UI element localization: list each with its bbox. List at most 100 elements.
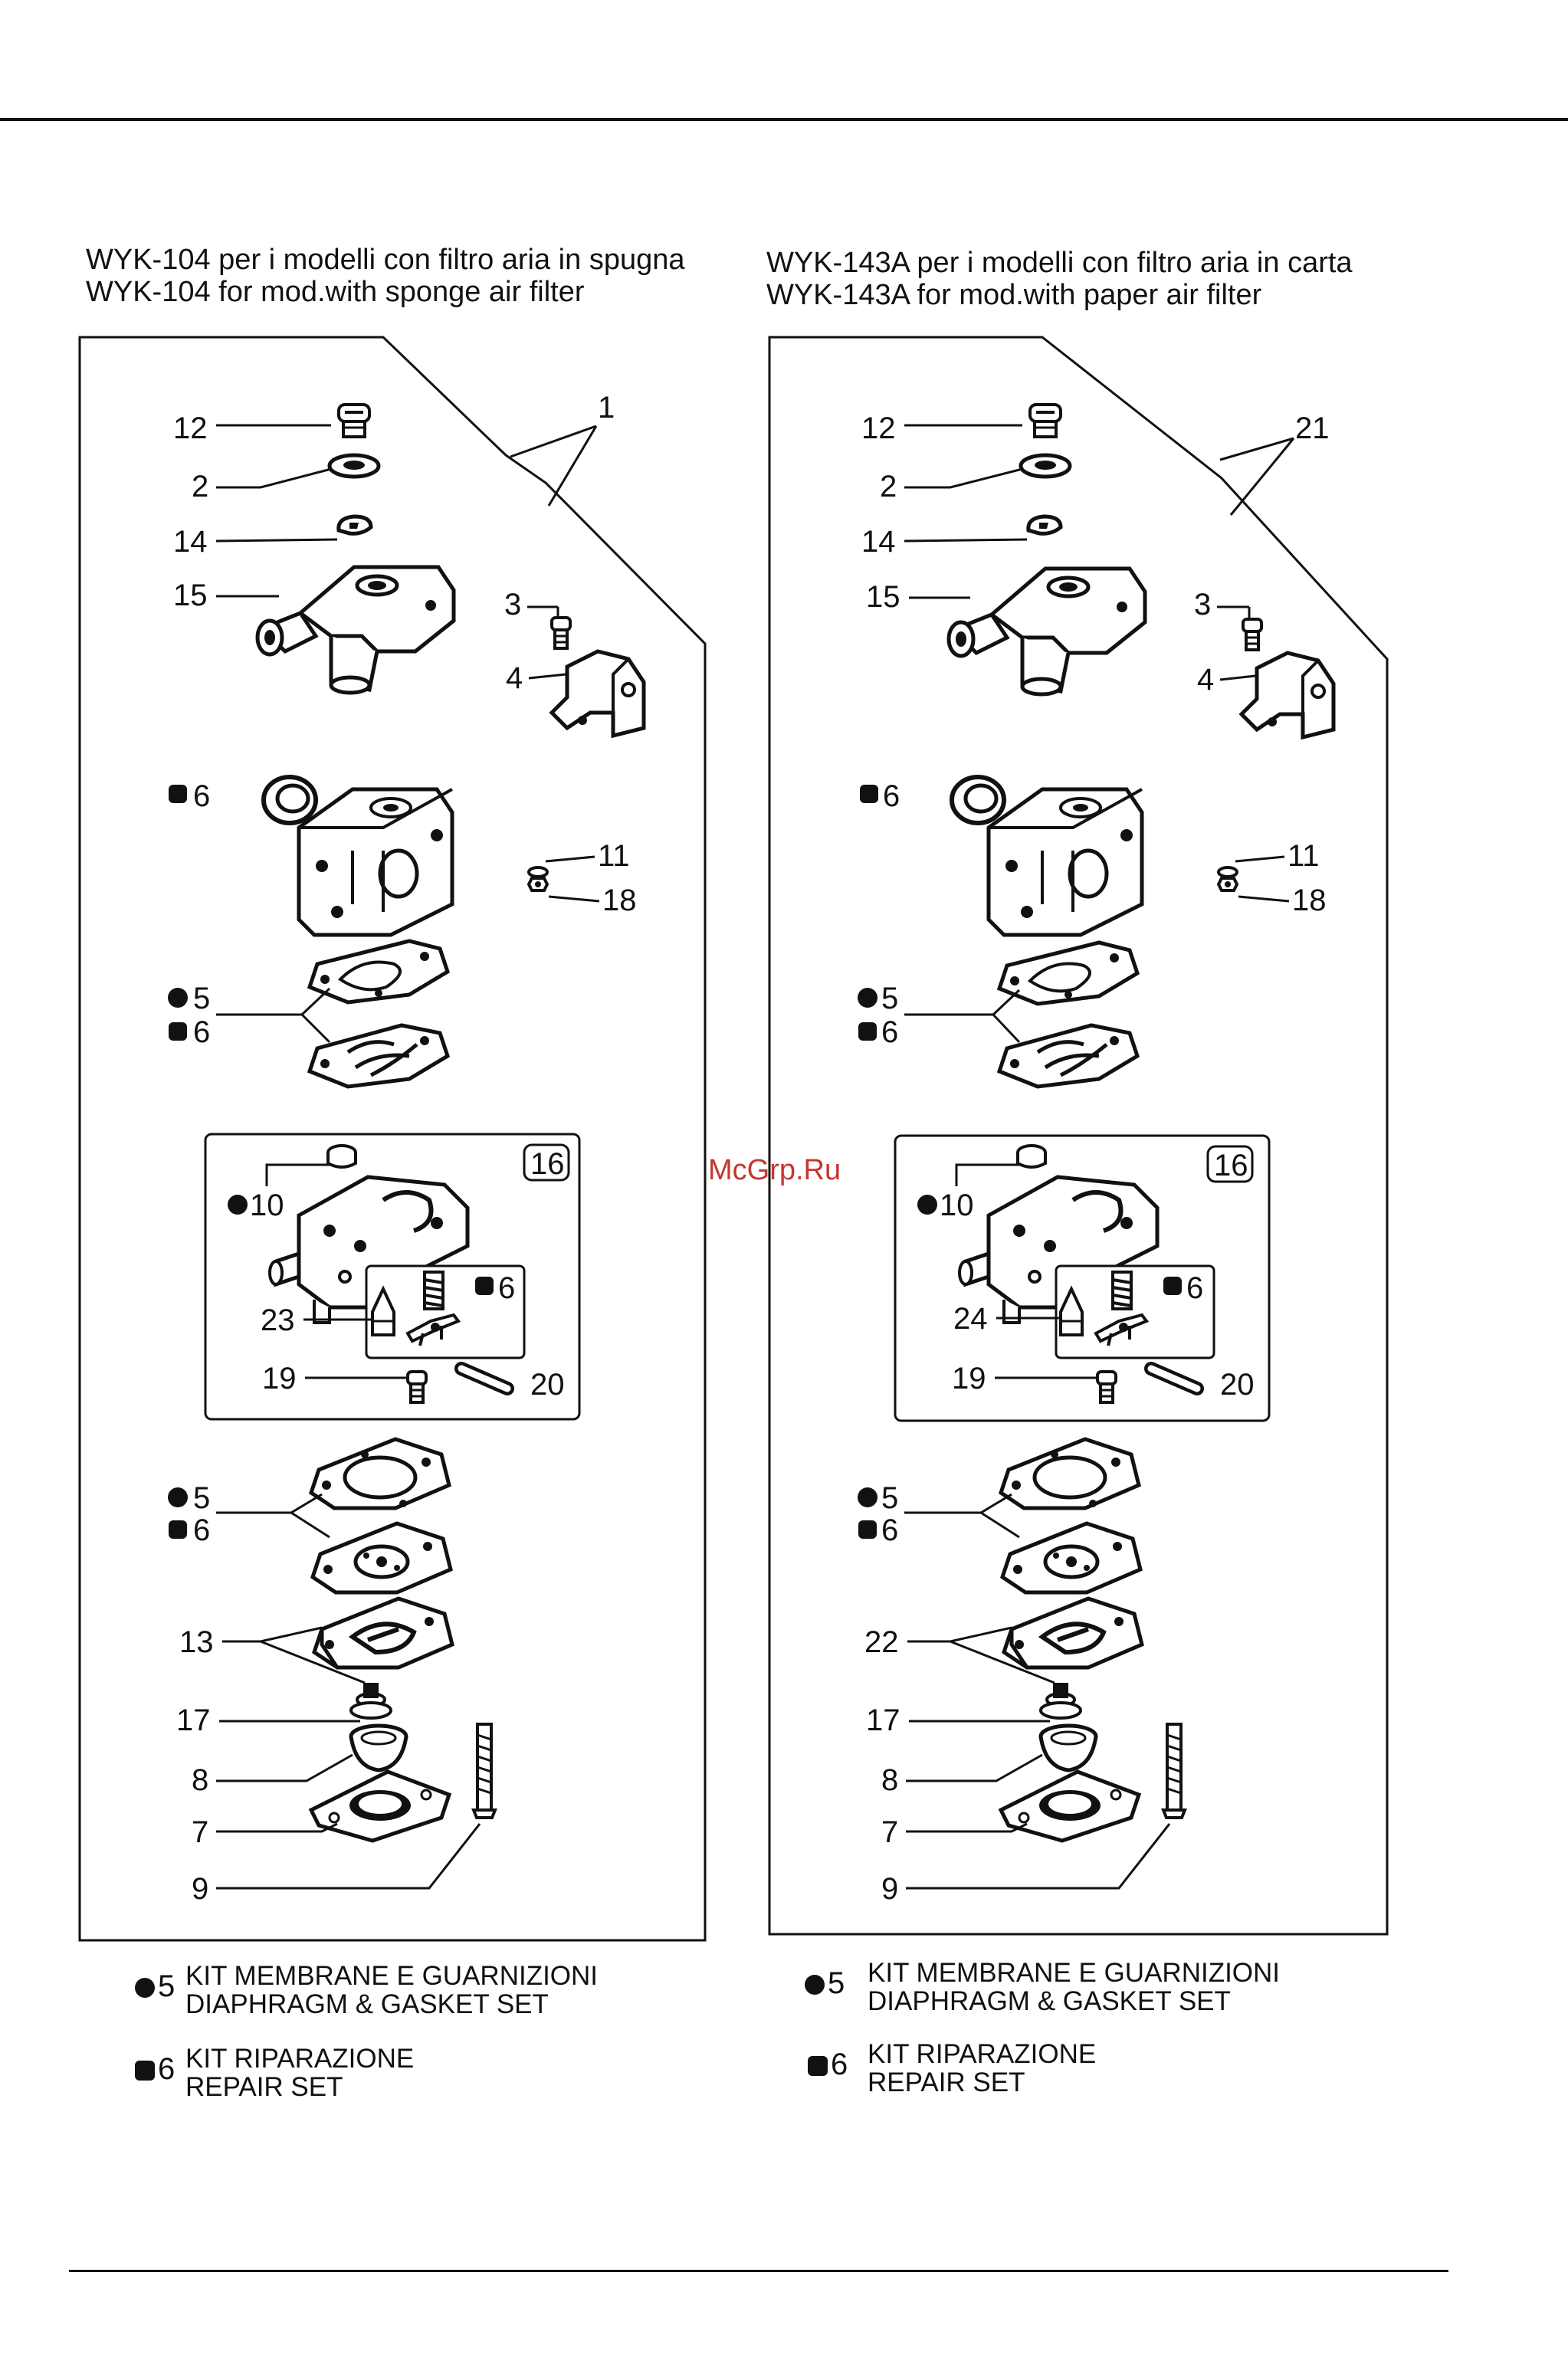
left-bottom-cover-7 bbox=[311, 1772, 449, 1841]
right-panel-outline bbox=[768, 336, 1389, 1936]
right-label-9: 9 bbox=[881, 1872, 898, 1906]
left-panel-outline bbox=[78, 336, 707, 1942]
right-seal-ring-6 bbox=[952, 777, 1004, 823]
right-cap bbox=[1016, 1144, 1047, 1169]
left-label-6d: 6 bbox=[193, 1513, 210, 1547]
left-label-19: 19 bbox=[262, 1362, 297, 1395]
left-label-18: 18 bbox=[602, 884, 637, 917]
right-gasket-6 bbox=[999, 1025, 1137, 1087]
right-cover-plate-22 bbox=[1004, 1599, 1142, 1667]
left-label-13: 13 bbox=[179, 1625, 214, 1659]
right-clip-14 bbox=[1028, 516, 1061, 533]
square-bullet-icon bbox=[808, 2056, 828, 2077]
left-label-3: 3 bbox=[504, 588, 521, 621]
left-diaphragm-6 bbox=[313, 1523, 451, 1592]
right-label-10: 10 bbox=[940, 1189, 974, 1222]
left-pin-20 bbox=[461, 1369, 507, 1389]
right-label-6c: 6 bbox=[1186, 1271, 1203, 1305]
right-long-screw-9 bbox=[1162, 1723, 1186, 1819]
right-main-body bbox=[989, 789, 1142, 935]
right-screw-12 bbox=[1028, 403, 1062, 438]
bottom-rule bbox=[69, 2270, 1448, 2272]
right-label-22: 22 bbox=[864, 1625, 899, 1659]
left-gasket-5 bbox=[310, 941, 448, 1002]
right-label-2: 2 bbox=[880, 470, 897, 503]
left-label-1: 1 bbox=[598, 391, 615, 425]
left-label-6c: 6 bbox=[498, 1271, 515, 1305]
right-valve-17 bbox=[1039, 1681, 1082, 1720]
right-diaphragm-6 bbox=[1002, 1523, 1140, 1592]
right-label-8: 8 bbox=[881, 1763, 898, 1797]
left-main-body bbox=[299, 789, 452, 935]
right-upper-body-15 bbox=[949, 569, 1145, 694]
right-legend-kit6-italian: KIT RIPARAZIONE bbox=[868, 2039, 1097, 2069]
right-assembly-diagram: 21 12 2 14 15 3 4 6 11 18 5 bbox=[768, 336, 1389, 1936]
left-heading: WYK-104 per i modelli con filtro aria in… bbox=[86, 244, 685, 308]
left-gasket-6 bbox=[310, 1025, 448, 1087]
watermark: McGrp.Ru bbox=[708, 1154, 841, 1186]
right-legend-kit6-english: REPAIR SET bbox=[868, 2068, 1025, 2097]
left-spring bbox=[423, 1271, 444, 1310]
right-legend-kit5-italian: KIT MEMBRANE E GUARNIZIONI bbox=[868, 1958, 1281, 1988]
right-heading-english: WYK-143A for mod.with paper air filter bbox=[766, 279, 1262, 311]
right-label-6d: 6 bbox=[881, 1513, 898, 1547]
right-label-18: 18 bbox=[1292, 884, 1327, 917]
left-legend-kit5-english: DIAPHRAGM & GASKET SET bbox=[185, 1989, 549, 2019]
left-label-4: 4 bbox=[506, 661, 523, 695]
left-bracket-4 bbox=[552, 651, 644, 736]
right-label-6b: 6 bbox=[881, 1015, 898, 1049]
left-screw-19 bbox=[406, 1370, 428, 1404]
right-label-19: 19 bbox=[952, 1362, 986, 1395]
right-label-20: 20 bbox=[1220, 1368, 1255, 1402]
right-label-5b: 5 bbox=[881, 1481, 898, 1515]
left-washer-2 bbox=[330, 455, 379, 477]
right-washer-2 bbox=[1021, 455, 1070, 477]
right-label-5a: 5 bbox=[881, 982, 898, 1015]
right-label-14: 14 bbox=[861, 525, 896, 559]
left-cap bbox=[326, 1144, 357, 1169]
left-label-6a: 6 bbox=[193, 779, 210, 813]
left-heading-english: WYK-104 for mod.with sponge air filter bbox=[86, 276, 585, 308]
right-inset-16 bbox=[894, 1134, 1271, 1422]
right-label-15: 15 bbox=[866, 580, 900, 614]
left-label-8: 8 bbox=[192, 1763, 208, 1797]
left-screw-3 bbox=[550, 616, 572, 650]
left-long-screw-9 bbox=[472, 1723, 497, 1819]
right-spring bbox=[1111, 1271, 1133, 1310]
right-label-4: 4 bbox=[1197, 663, 1214, 697]
left-label-12: 12 bbox=[173, 412, 208, 445]
left-cover-plate-13 bbox=[314, 1599, 452, 1667]
right-nut-11-18 bbox=[1217, 866, 1238, 892]
right-screw-19 bbox=[1096, 1370, 1117, 1404]
left-upper-body-15 bbox=[258, 567, 454, 693]
left-label-16: 16 bbox=[530, 1147, 565, 1181]
right-gasket-ring-5 bbox=[1001, 1439, 1139, 1508]
left-cup-8 bbox=[351, 1726, 406, 1770]
right-label-24: 24 bbox=[953, 1302, 988, 1336]
left-inset-16 bbox=[204, 1133, 581, 1421]
left-label-15: 15 bbox=[173, 579, 208, 612]
left-valve-17 bbox=[349, 1681, 392, 1720]
right-cup-8 bbox=[1041, 1726, 1096, 1770]
round-bullet-icon bbox=[135, 1978, 155, 1999]
left-label-10: 10 bbox=[250, 1189, 284, 1222]
right-bracket-4 bbox=[1242, 653, 1333, 737]
left-legend-kit5-italian: KIT MEMBRANE E GUARNIZIONI bbox=[185, 1961, 599, 1991]
right-label-3: 3 bbox=[1194, 588, 1211, 621]
left-label-11: 11 bbox=[598, 839, 630, 873]
top-rule bbox=[0, 118, 1568, 121]
left-label-7: 7 bbox=[192, 1815, 208, 1849]
right-label-7: 7 bbox=[881, 1815, 898, 1849]
right-screw-3 bbox=[1242, 618, 1263, 651]
left-label-5b: 5 bbox=[193, 1481, 210, 1515]
right-heading-italian: WYK-143A per i modelli con filtro aria i… bbox=[766, 247, 1353, 279]
left-seal-ring-6 bbox=[264, 777, 316, 823]
left-label-9: 9 bbox=[192, 1872, 208, 1906]
right-label-12: 12 bbox=[861, 412, 896, 445]
left-clip-14 bbox=[339, 516, 371, 533]
left-heading-italian: WYK-104 per i modelli con filtro aria in… bbox=[86, 244, 685, 276]
right-label-6a: 6 bbox=[883, 779, 900, 813]
right-label-21: 21 bbox=[1295, 412, 1330, 445]
left-label-6b: 6 bbox=[193, 1015, 210, 1049]
